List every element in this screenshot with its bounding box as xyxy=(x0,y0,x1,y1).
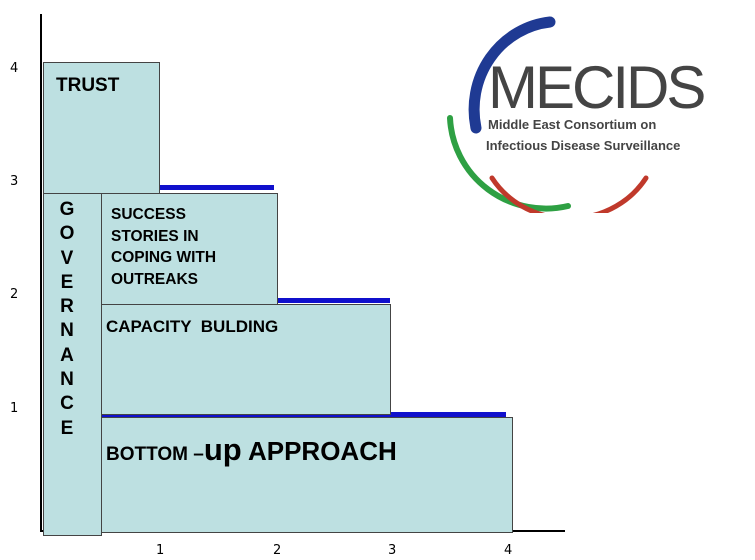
logo-ring-red xyxy=(489,175,649,213)
capacity-building-label: CAPACITY BULDING xyxy=(106,317,279,336)
bottom-up-suffix: APPROACH xyxy=(241,436,397,466)
meads-logo: MECIDS Middle East Consortium on Infecti… xyxy=(447,16,707,213)
governance-label: G O V E R N A N C E xyxy=(59,199,75,439)
y-axis xyxy=(40,14,42,532)
logo-ring-blue xyxy=(468,16,556,134)
y-tick-2: 2 xyxy=(10,287,19,302)
y-tick-1: 1 xyxy=(10,401,19,416)
logo-ring-green xyxy=(447,115,571,212)
success-stories-block: SUCCESS STORIES IN COPING WITH OUTREAKS xyxy=(101,193,278,305)
bottom-up-up: up xyxy=(203,432,242,467)
x-tick-1: 1 xyxy=(156,543,165,558)
step-edge-2 xyxy=(278,298,390,303)
logo-line-1: Middle East Consortium on xyxy=(488,117,656,132)
bottom-up-block: BOTTOM –up APPROACH xyxy=(101,417,513,533)
success-stories-label: SUCCESS STORIES IN COPING WITH OUTREAKS xyxy=(111,206,217,288)
logo-line-2: Infectious Disease Surveillance xyxy=(486,138,680,153)
trust-label: TRUST xyxy=(56,75,120,96)
step-edge-3 xyxy=(160,185,274,190)
bottom-up-label: BOTTOM –up APPROACH xyxy=(106,432,397,468)
logo-wordmark: MECIDS xyxy=(488,54,704,121)
y-tick-3: 3 xyxy=(10,174,19,189)
capacity-building-block: CAPACITY BULDING xyxy=(101,304,391,415)
trust-block: TRUST xyxy=(43,62,160,194)
governance-block xyxy=(43,193,102,536)
x-tick-2: 2 xyxy=(273,543,282,558)
y-tick-4: 4 xyxy=(10,61,19,76)
x-tick-4: 4 xyxy=(504,543,513,558)
x-tick-3: 3 xyxy=(388,543,397,558)
bottom-up-prefix: BOTTOM – xyxy=(106,444,204,465)
